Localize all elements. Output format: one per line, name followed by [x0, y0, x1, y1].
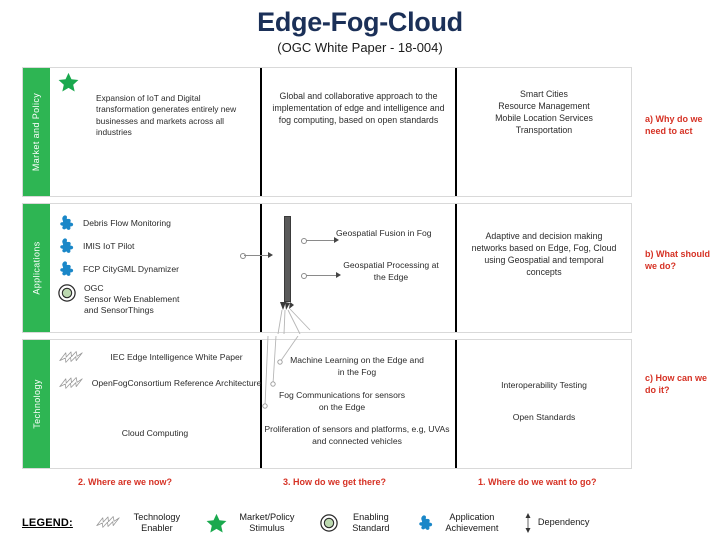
pillar-input-line [244, 255, 268, 256]
cell-technology-col2: Machine Learning on the Edge and in the … [262, 336, 457, 468]
cell-market-col2: Global and collaborative approach to the… [262, 68, 457, 196]
legend-item-label: Dependency [537, 517, 590, 528]
label-interoperability-testing: Interoperability Testing [501, 380, 587, 390]
legend-item-technology-enabler: Technology Enabler [95, 512, 188, 535]
label-proliferation-sensors: Proliferation of sensors and platforms, … [264, 424, 450, 446]
technology-list: IEC Edge Intelligence White Paper OpenFo… [58, 350, 263, 402]
cell-applications-col3: Adaptive and decision making networks ba… [457, 204, 631, 332]
column-label-where-are-we-now: 2. Where are we now? [78, 477, 173, 487]
column-label-how-do-we-get-there: 3. How do we get there? [283, 477, 387, 487]
column-label-where-do-we-want-to-go: 1. Where do we want to go? [478, 477, 597, 487]
row-market-and-policy: Market and Policy Expansion of IoT and D… [22, 67, 632, 197]
legend-item-application-achievement: Application Achievement [417, 512, 505, 535]
list-item: IMIS IoT Pilot [58, 238, 258, 254]
list-item-label: IMIS IoT Pilot [83, 240, 135, 251]
star-icon [206, 513, 227, 533]
list-item: FCP CityGML Dynamizer [58, 261, 258, 277]
row-technology: Technology IEC Edge Intelligence White P… [22, 336, 632, 469]
row-label-market-and-policy: Market and Policy [23, 68, 50, 196]
edge-fog-cloud-pillar [284, 216, 291, 302]
list-item: IEC Edge Intelligence White Paper [58, 350, 263, 366]
cell-applications-col1: Debris Flow Monitoring IMIS IoT Pilot FC… [50, 204, 262, 332]
label-open-standards: Open Standards [512, 412, 576, 422]
list-item-label: Debris Flow Monitoring [83, 217, 171, 228]
puzzle-icon [419, 515, 433, 530]
legend-item-dependency: Dependency [523, 513, 610, 533]
dependency-arrow-icon [525, 513, 531, 533]
cell-technology-col3: Interoperability Testing Open Standards [457, 340, 631, 468]
bolt-icon [59, 351, 83, 363]
list-item: Debris Flow Monitoring [58, 215, 258, 231]
circle-standard-icon [320, 514, 338, 532]
question-what-should-we-do: b) What should we do? [645, 249, 710, 271]
cell-market-col1: Expansion of IoT and Digital transformat… [50, 68, 262, 196]
legend-item-label: Technology Enabler [133, 511, 181, 534]
adaptive-networks-text: Adaptive and decision making networks ba… [471, 231, 617, 277]
label-cloud-computing: Cloud Computing [121, 428, 189, 438]
list-item-label: IEC Edge Intelligence White Paper [110, 352, 243, 363]
market-approach-text: Global and collaborative approach to the… [272, 91, 445, 125]
list-item: OGC Sensor Web Enablement and SensorThin… [58, 283, 258, 316]
edge-fog-cloud-matrix: Market and Policy Expansion of IoT and D… [22, 67, 632, 472]
pillar-input-dot [240, 253, 246, 259]
legend-item-market-policy-stimulus: Market/Policy Stimulus [206, 512, 302, 535]
label-geospatial-fusion: Geospatial Fusion in Fog [336, 228, 432, 238]
label-geospatial-processing: Geospatial Processing at the Edge [343, 260, 439, 282]
pillar-input-arrow-icon [268, 252, 273, 258]
legend: LEGEND: Technology Enabler Market/Policy… [22, 506, 712, 540]
legend-item-label: Market/Policy Stimulus [239, 511, 295, 534]
cell-applications-col2: Geospatial Fusion in Fog Geospatial Proc… [240, 204, 457, 334]
question-why-act: a) Why do we need to act [645, 114, 703, 136]
list-item: OpenFogConsortium Reference Architecture [58, 376, 263, 392]
list-item-label: FCP CityGML Dynamizer [83, 263, 179, 274]
circle-standard-icon [58, 284, 76, 302]
puzzle-icon [60, 261, 74, 276]
row-label-text: Applications [31, 241, 42, 295]
page-subtitle: (OGC White Paper - 18-004) [277, 40, 443, 55]
technology-connector-lines [262, 336, 299, 409]
page-title: Edge-Fog-Cloud [257, 7, 463, 37]
bolt-icon [96, 516, 120, 528]
puzzle-icon [60, 238, 74, 253]
cell-market-col3: Smart Cities Resource Management Mobile … [457, 68, 631, 196]
title-block: Edge-Fog-Cloud (OGC White Paper - 18-004… [0, 6, 720, 57]
pillar-base-arrows-icon [277, 302, 311, 334]
legend-item-enabling-standard: Enabling Standard [320, 512, 399, 535]
list-item-label: OGC Sensor Web Enablement and SensorThin… [84, 283, 180, 315]
bolt-icon [59, 377, 83, 389]
applications-list: Debris Flow Monitoring IMIS IoT Pilot FC… [58, 215, 258, 323]
row-label-text: Market and Policy [31, 92, 42, 172]
label-fog-communications: Fog Communications for sensors on the Ed… [278, 390, 406, 412]
puzzle-icon [60, 215, 74, 230]
legend-item-label: Enabling Standard [352, 511, 390, 534]
list-item-label: OpenFogConsortium Reference Architecture [91, 378, 262, 389]
legend-title: LEGEND: [22, 517, 73, 529]
star-icon [58, 72, 79, 92]
row-label-applications: Applications [23, 204, 50, 332]
legend-item-label: Application Achievement [445, 511, 499, 534]
market-domains-list: Smart Cities Resource Management Mobile … [495, 89, 593, 135]
row-label-text: Technology [31, 379, 42, 429]
market-statement: Expansion of IoT and Digital transformat… [96, 93, 237, 138]
row-applications: Applications Debris Flow Monitoring [22, 203, 632, 334]
question-how-can-we-do-it: c) How can we do it? [645, 373, 708, 395]
cell-technology-col1: IEC Edge Intelligence White Paper OpenFo… [50, 340, 262, 468]
row-label-technology: Technology [23, 340, 50, 468]
label-machine-learning: Machine Learning on the Edge and in the … [290, 355, 424, 377]
